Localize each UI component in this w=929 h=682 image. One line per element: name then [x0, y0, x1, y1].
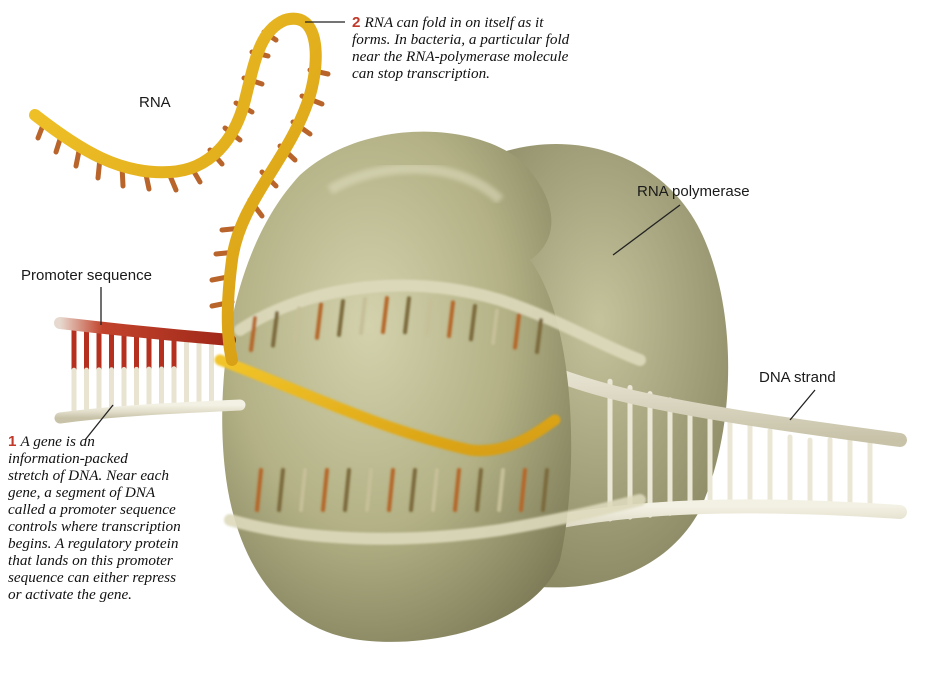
- dna-strand-left: [54, 317, 246, 424]
- dna-base-pair-inner: [541, 468, 549, 512]
- dna-base-pair-inner: [425, 297, 433, 336]
- dna-base-pair-inner: [403, 296, 411, 335]
- dna-base-pair-inner: [321, 468, 329, 512]
- note-gene-line: stretch of DNA. Near each: [8, 467, 169, 484]
- dna-base-pair-inner: [453, 468, 461, 512]
- note-gene-number: 1: [8, 433, 17, 450]
- note-gene-line: sequence can either repress: [8, 569, 176, 586]
- dna-base-pair-inner: [497, 468, 505, 512]
- dna-base-pair-inner: [535, 318, 543, 354]
- note-rna-fold-line: near the RNA-polymerase molecule: [352, 48, 569, 65]
- leader-gene-note: [84, 404, 114, 441]
- leader-dna-strand: [789, 389, 816, 421]
- dna-base-pair-inner: [271, 311, 279, 348]
- dna-base-pair-inner: [491, 308, 499, 346]
- leader-polymerase: [612, 204, 681, 256]
- dna-base-pair-inner: [277, 468, 285, 512]
- dna-base-pair-inner: [365, 468, 373, 512]
- label-rna-polymerase: RNA polymerase: [637, 183, 750, 200]
- note-gene-line: A gene is an: [20, 433, 95, 450]
- note-gene-line: called a promoter sequence: [8, 501, 176, 518]
- dna-base-pair-inner: [293, 306, 301, 344]
- dna-base-pair-inner: [387, 468, 395, 512]
- dna-base-pair-inner: [249, 316, 257, 352]
- note-rna-fold-line: can stop transcription.: [352, 65, 490, 82]
- dna-base-pair-inner: [315, 302, 323, 340]
- dna-base-pair-inner: [299, 468, 307, 512]
- polymerase-front-lobe: [222, 131, 572, 642]
- dna-base-pair-inner: [513, 313, 521, 350]
- note-gene-line: or activate the gene.: [8, 586, 132, 603]
- note-rna-fold-line: forms. In bacteria, a particular fold: [352, 31, 570, 48]
- dna-base-pair-inner: [475, 468, 483, 512]
- note-gene-line: gene, a segment of DNA: [8, 484, 156, 501]
- dna-base-pair-inner: [359, 297, 367, 335]
- rna-strand: [29, 12, 331, 366]
- dna-base-pair-inner: [255, 468, 263, 512]
- note-gene-line: that lands on this promoter: [8, 552, 173, 569]
- dna-base-pair-inner: [447, 300, 455, 338]
- label-rna: RNA: [139, 94, 171, 111]
- dna-base-pair-inner: [381, 296, 389, 335]
- label-dna-strand: DNA strand: [759, 369, 836, 386]
- note-rna-fold-line: RNA can fold in on itself as it: [364, 14, 544, 31]
- leader-lines: [84, 21, 816, 441]
- dna-base-pair-inner: [337, 299, 345, 337]
- note-gene-line: controls where transcription: [8, 518, 181, 535]
- dna-base-pair-inner: [431, 468, 439, 512]
- note-gene-line: begins. A regulatory protein: [8, 535, 179, 552]
- note-rna-fold-number: 2: [352, 14, 361, 31]
- dna-base-pair-inner: [519, 468, 527, 512]
- dna-base-pair-inner: [343, 468, 351, 512]
- dna-inside-polymerase: [214, 279, 646, 545]
- dna-base-pair-inner: [409, 468, 417, 512]
- dna-base-pair-inner: [469, 304, 477, 342]
- note-gene-line: information-packed: [8, 450, 128, 467]
- label-promoter-sequence: Promoter sequence: [21, 267, 152, 284]
